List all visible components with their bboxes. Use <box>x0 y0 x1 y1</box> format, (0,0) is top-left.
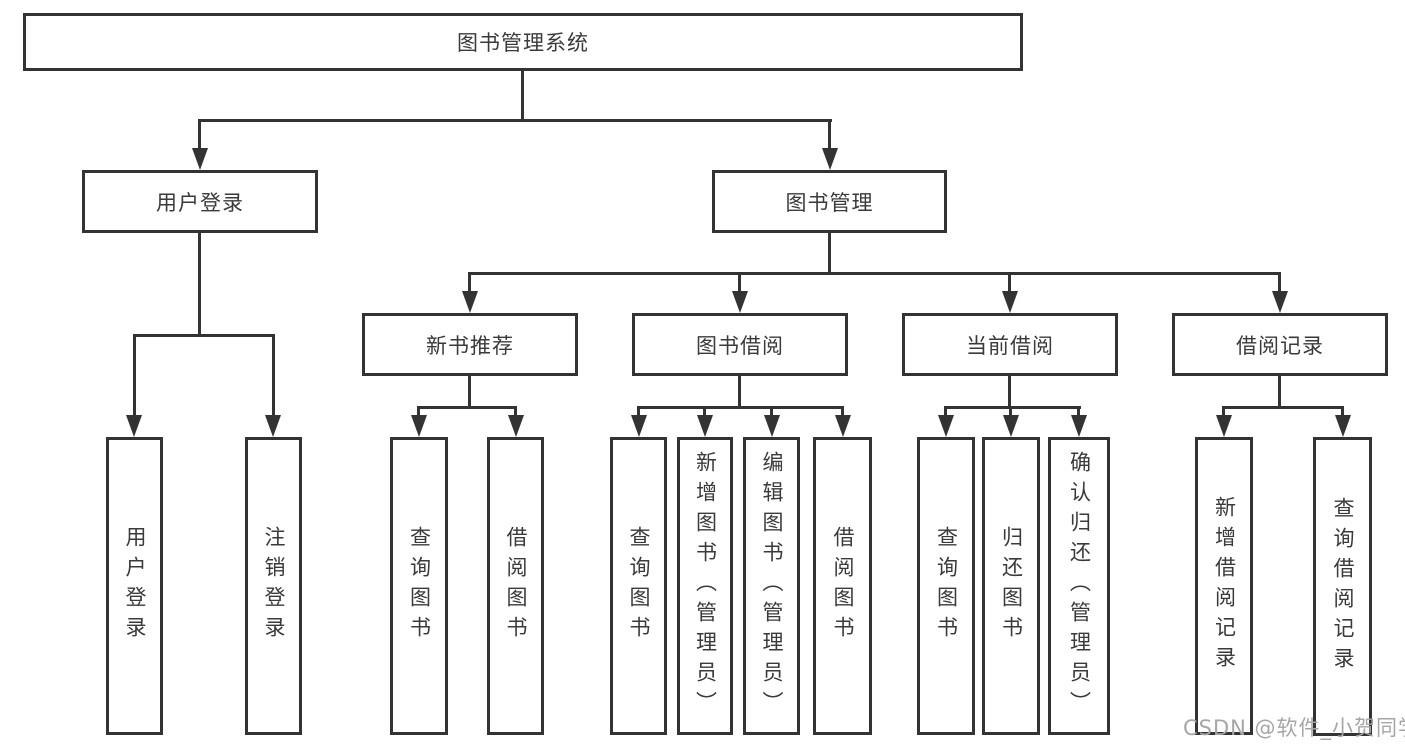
leaf-add-books-admin: 新增图书（管理员） <box>677 437 733 735</box>
connector-root-vertical <box>521 71 524 119</box>
connector-drop-user-login <box>198 119 201 151</box>
connector-drop <box>1077 406 1080 417</box>
leaf-edit-books-admin-label: 编辑图书（管理员） <box>760 451 784 721</box>
node-current-borrow: 当前借阅 <box>902 313 1118 376</box>
arrow-down-icon <box>1272 291 1288 313</box>
arrow-down-icon <box>732 291 748 313</box>
connector-drop <box>1008 272 1011 293</box>
connector-drop <box>1341 406 1344 417</box>
leaf-borrow-books-2-label: 借阅图书 <box>831 526 855 646</box>
arrow-down-icon <box>631 415 647 437</box>
connector-drop <box>417 406 420 417</box>
connector-current-horizontal <box>944 406 1081 409</box>
connector-drop <box>1009 406 1012 417</box>
node-new-book-recommend: 新书推荐 <box>362 313 578 376</box>
node-user-login: 用户登录 <box>82 170 318 233</box>
node-borrow-records: 借阅记录 <box>1172 313 1388 376</box>
node-book-management-label: 图书管理 <box>785 190 874 215</box>
connector-drop <box>1222 406 1225 417</box>
connector-drop <box>133 334 136 416</box>
leaf-logout: 注销登录 <box>245 437 302 735</box>
leaf-return-books: 归还图书 <box>982 437 1040 735</box>
connector-drop <box>468 272 471 293</box>
arrow-down-icon <box>822 148 838 170</box>
leaf-query-books-3: 查询图书 <box>917 437 975 735</box>
leaf-query-books-2-label: 查询图书 <box>627 526 651 646</box>
connector-drop <box>1278 272 1281 293</box>
node-book-borrow: 图书借阅 <box>632 313 848 376</box>
node-current-borrow-label: 当前借阅 <box>966 333 1054 358</box>
connector-bookmgmt-horizontal <box>468 272 1281 275</box>
leaf-add-borrow-record-label: 新增借阅记录 <box>1212 496 1237 676</box>
connector-drop <box>514 406 517 417</box>
leaf-borrow-books-1: 借阅图书 <box>487 437 544 735</box>
node-book-management: 图书管理 <box>712 170 947 233</box>
connector-drop <box>637 406 640 417</box>
connector-records-horizontal <box>1222 406 1344 409</box>
arrow-down-icon <box>126 415 142 437</box>
node-user-login-label: 用户登录 <box>156 190 244 215</box>
connector-records-vertical <box>1278 376 1281 408</box>
connector-borrow-horizontal <box>637 406 844 409</box>
arrow-down-icon <box>764 415 780 437</box>
arrow-down-icon <box>938 415 954 437</box>
connector-drop <box>272 334 275 416</box>
node-root-label: 图书管理系统 <box>457 31 589 55</box>
leaf-logout-label: 注销登录 <box>262 526 286 646</box>
connector-borrow-vertical <box>738 376 741 408</box>
arrow-down-icon <box>1335 415 1351 437</box>
arrow-down-icon <box>1002 291 1018 313</box>
leaf-user-login-label: 用户登录 <box>123 526 147 646</box>
connector-newbooks-vertical <box>468 376 471 408</box>
leaf-query-books-1-label: 查询图书 <box>407 526 432 646</box>
node-root: 图书管理系统 <box>23 13 1023 71</box>
connector-bookmgmt-vertical <box>828 233 831 274</box>
connector-drop <box>841 406 844 417</box>
leaf-query-books-3-label: 查询图书 <box>934 526 959 646</box>
arrow-down-icon <box>697 415 713 437</box>
arrow-down-icon <box>265 415 281 437</box>
connector-current-vertical <box>1008 376 1011 408</box>
connector-root-horizontal <box>198 119 832 122</box>
leaf-confirm-return-admin: 确认归还（管理员） <box>1048 437 1110 735</box>
arrow-down-icon <box>411 415 427 437</box>
connector-drop-book-management <box>828 119 831 151</box>
node-new-book-recommend-label: 新书推荐 <box>426 333 514 358</box>
leaf-borrow-books-1-label: 借阅图书 <box>504 526 528 646</box>
csdn-watermark: CSDN @软件_小贺同学 <box>1183 716 1405 740</box>
connector-drop <box>770 406 773 417</box>
leaf-query-books-1: 查询图书 <box>390 437 448 735</box>
leaf-borrow-books-2: 借阅图书 <box>813 437 872 735</box>
leaf-query-borrow-record-label: 查询借阅记录 <box>1331 496 1355 677</box>
arrow-down-icon <box>508 415 524 437</box>
arrow-down-icon <box>1003 415 1019 437</box>
leaf-user-login: 用户登录 <box>106 437 163 735</box>
leaf-return-books-label: 归还图书 <box>999 526 1024 646</box>
arrow-down-icon <box>192 148 208 170</box>
leaf-add-books-admin-label: 新增图书（管理员） <box>693 451 718 721</box>
connector-userlogin-horizontal <box>133 334 275 337</box>
connector-drop <box>944 406 947 417</box>
leaf-add-borrow-record: 新增借阅记录 <box>1195 437 1253 735</box>
arrow-down-icon <box>462 291 478 313</box>
arrow-down-icon <box>1216 415 1232 437</box>
leaf-confirm-return-admin-label: 确认归还（管理员） <box>1067 451 1092 721</box>
arrow-down-icon <box>835 415 851 437</box>
leaf-edit-books-admin: 编辑图书（管理员） <box>743 437 800 735</box>
connector-drop <box>703 406 706 417</box>
leaf-query-borrow-record: 查询借阅记录 <box>1313 437 1372 736</box>
connector-userlogin-vertical <box>198 233 201 336</box>
connector-drop <box>738 272 741 293</box>
node-book-borrow-label: 图书借阅 <box>696 333 784 358</box>
connector-newbooks-horizontal <box>417 406 517 409</box>
arrow-down-icon <box>1071 415 1087 437</box>
leaf-query-books-2: 查询图书 <box>610 437 667 735</box>
node-borrow-records-label: 借阅记录 <box>1236 333 1324 358</box>
